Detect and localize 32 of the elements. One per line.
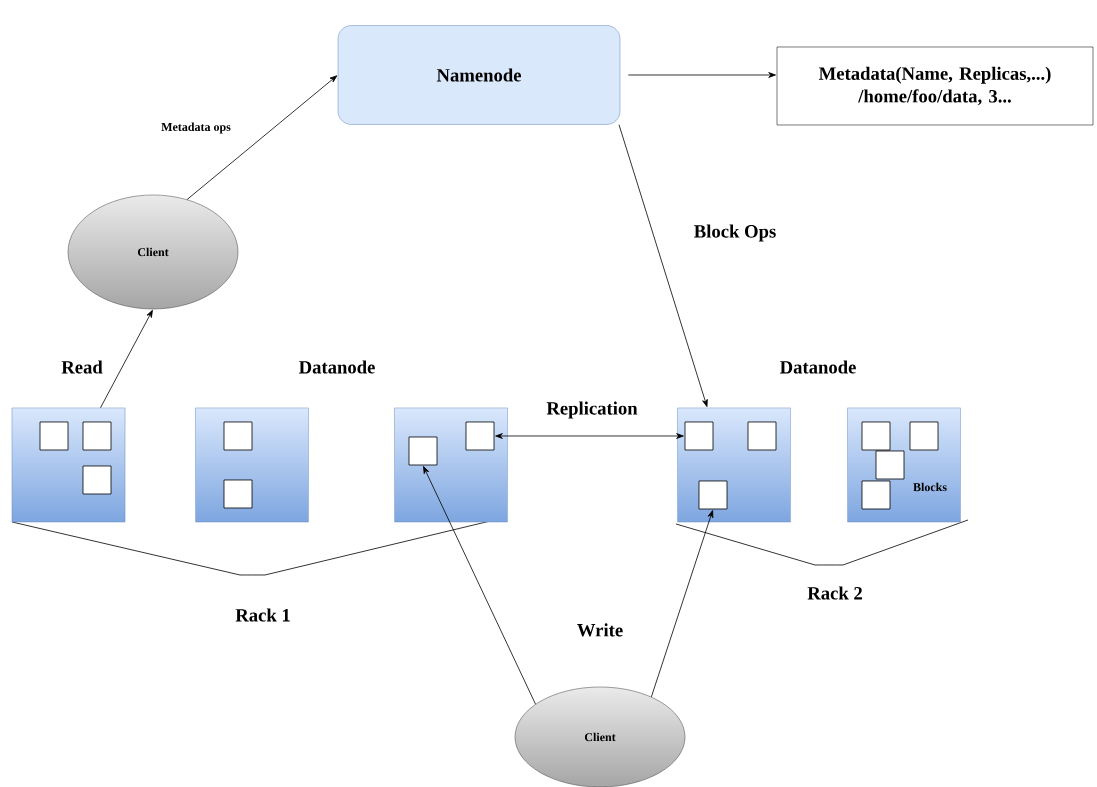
block-square [223, 421, 253, 451]
arrow [495, 433, 684, 439]
block-square [465, 421, 495, 451]
arrow [650, 510, 714, 698]
text-label: Datanode [298, 360, 375, 374]
block-square [82, 421, 112, 451]
block-square [875, 450, 905, 480]
block-square [861, 480, 891, 510]
edge-label: Replication [545, 400, 639, 420]
text-label: Rack 1 [235, 608, 290, 622]
text-label: Rack 2 [807, 586, 862, 600]
block-square [223, 479, 253, 509]
block-square [861, 421, 891, 451]
block-square [82, 465, 112, 495]
block-square [408, 436, 438, 466]
block-square [909, 421, 939, 451]
edge-label: Block Ops [692, 223, 778, 243]
block-square [747, 421, 777, 451]
edge-label: Metadata ops [159, 121, 233, 135]
text-label: Datanode [779, 360, 856, 374]
text-label: Write [577, 623, 623, 637]
arrow [627, 72, 776, 78]
arrow [423, 466, 536, 705]
block-square [39, 421, 69, 451]
block-square [684, 421, 714, 451]
arrow [100, 309, 153, 409]
metadata-box: Metadata(Name, Replicas,...) /home/foo/data, 3... [776, 46, 1094, 126]
edge-label: Read [59, 359, 105, 375]
block-square [698, 480, 728, 510]
arrow [618, 124, 708, 407]
namenode-box: Namenode [337, 25, 621, 125]
arrow [186, 75, 338, 200]
